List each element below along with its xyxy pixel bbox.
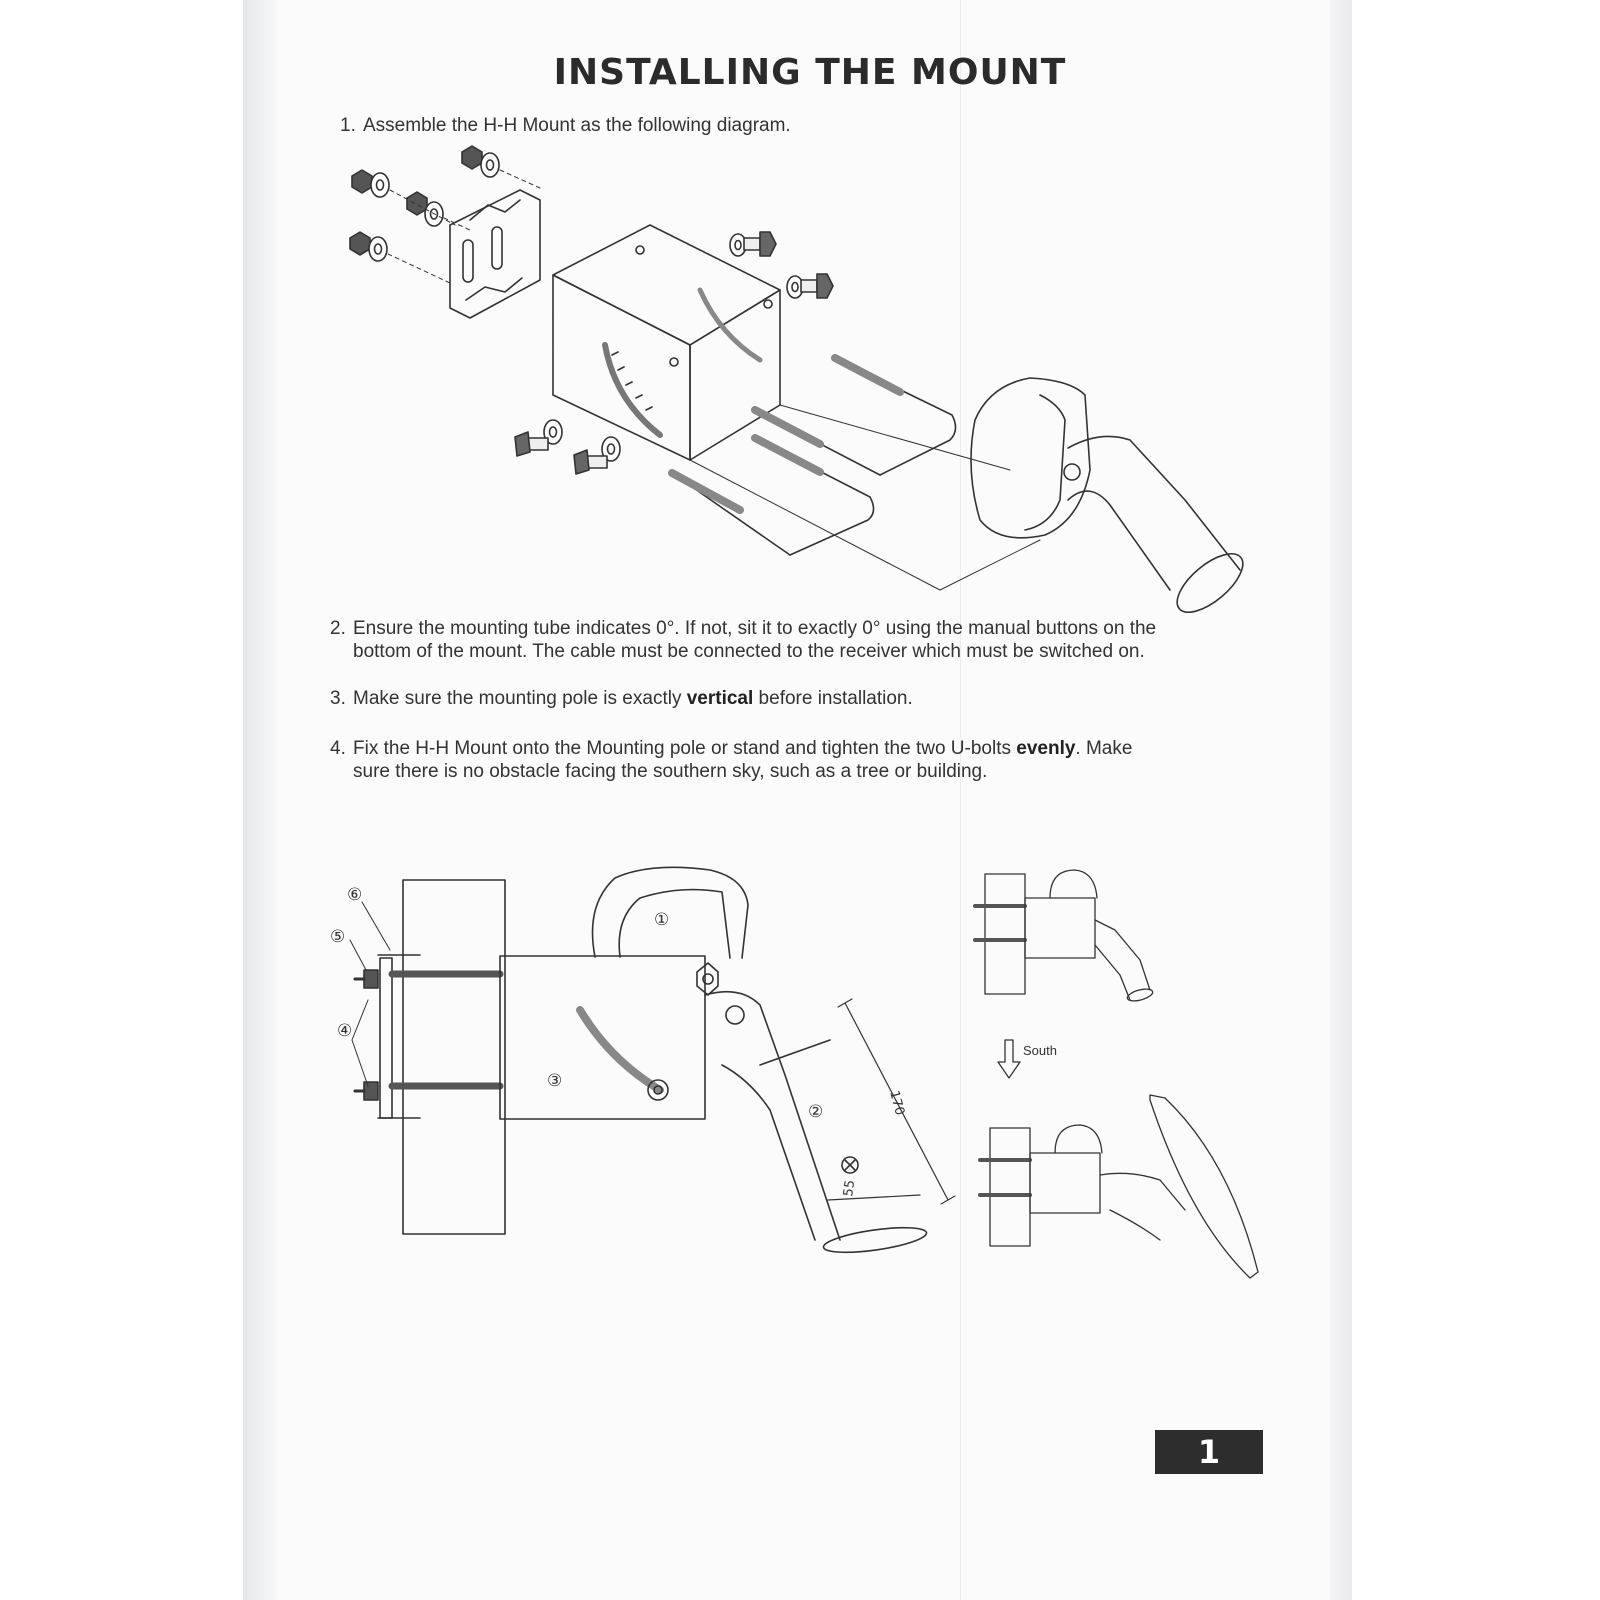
step-2-number: 2. <box>330 618 346 639</box>
motor-unit <box>689 377 1244 613</box>
step-1: 1. Assemble the H-H Mount as the followin… <box>340 114 791 137</box>
step-3-text-after: before installation. <box>753 688 913 709</box>
side-view-diagram <box>349 866 956 1254</box>
page-number-badge: 1 <box>1155 1430 1263 1474</box>
step-2-line-2: bottom of the mount. The cable must be c… <box>353 641 1145 662</box>
step-3-number: 3. <box>330 688 346 709</box>
step-1-text: Assemble the H-H Mount as the following … <box>363 115 791 136</box>
tube-dimension-lines <box>827 998 956 1205</box>
mounting-tube <box>704 990 928 1254</box>
scan-border-right <box>1330 0 1352 1600</box>
scan-border-left <box>243 0 277 1600</box>
south-label: South <box>1023 1043 1057 1058</box>
callout-2: ② <box>808 1102 823 1122</box>
step-3: 3. Make sure the mounting pole is exactly… <box>330 687 1290 710</box>
step-4-number: 4. <box>330 738 346 759</box>
step-4: 4. Fix the H-H Mount onto the Mounting po… <box>330 737 1290 783</box>
clamp-plate <box>449 189 541 319</box>
dimension-diameter: 55 <box>841 1179 858 1197</box>
step-4-line-2: sure there is no obstacle facing the sou… <box>353 761 988 782</box>
callout-leaders <box>349 901 391 1087</box>
u-bolt-clamp <box>353 954 504 1119</box>
step-4-emphasis: evenly <box>1016 738 1076 759</box>
step-4-text-before: Fix the H-H Mount onto the Mounting pole… <box>353 738 1017 759</box>
mount-bracket-box <box>552 224 781 461</box>
page-sheet <box>277 0 1330 1600</box>
step-2: 2. Ensure the mounting tube indicates 0°.… <box>330 617 1290 663</box>
bolt-washer-group <box>514 231 834 475</box>
exploded-assembly-diagram <box>349 145 1244 613</box>
page-fold-line <box>960 0 961 1600</box>
callout-1: ① <box>654 910 669 930</box>
step-4-text-after: . Make <box>1075 738 1133 759</box>
step-1-number: 1. <box>340 115 356 136</box>
top-small-diagram <box>973 869 1154 1002</box>
south-arrow <box>997 1039 1021 1079</box>
page-title: INSTALLING THE MOUNT <box>553 52 1067 93</box>
callout-6: ⑥ <box>347 885 362 905</box>
step-2-line-1: Ensure the mounting tube indicates 0°. I… <box>353 618 1157 639</box>
callout-5: ⑤ <box>330 927 345 947</box>
u-bolts <box>668 354 957 556</box>
dimension-length: 170 <box>886 1089 907 1117</box>
step-3-emphasis: vertical <box>686 688 754 709</box>
mounting-pole <box>402 879 506 1235</box>
bottom-small-diagram <box>978 1094 1259 1279</box>
nut-washer-group <box>349 145 541 284</box>
callout-4: ④ <box>337 1021 352 1041</box>
motor-body <box>499 866 749 1120</box>
callout-3: ③ <box>547 1071 562 1091</box>
step-3-text-before: Make sure the mounting pole is exactly <box>353 688 687 709</box>
